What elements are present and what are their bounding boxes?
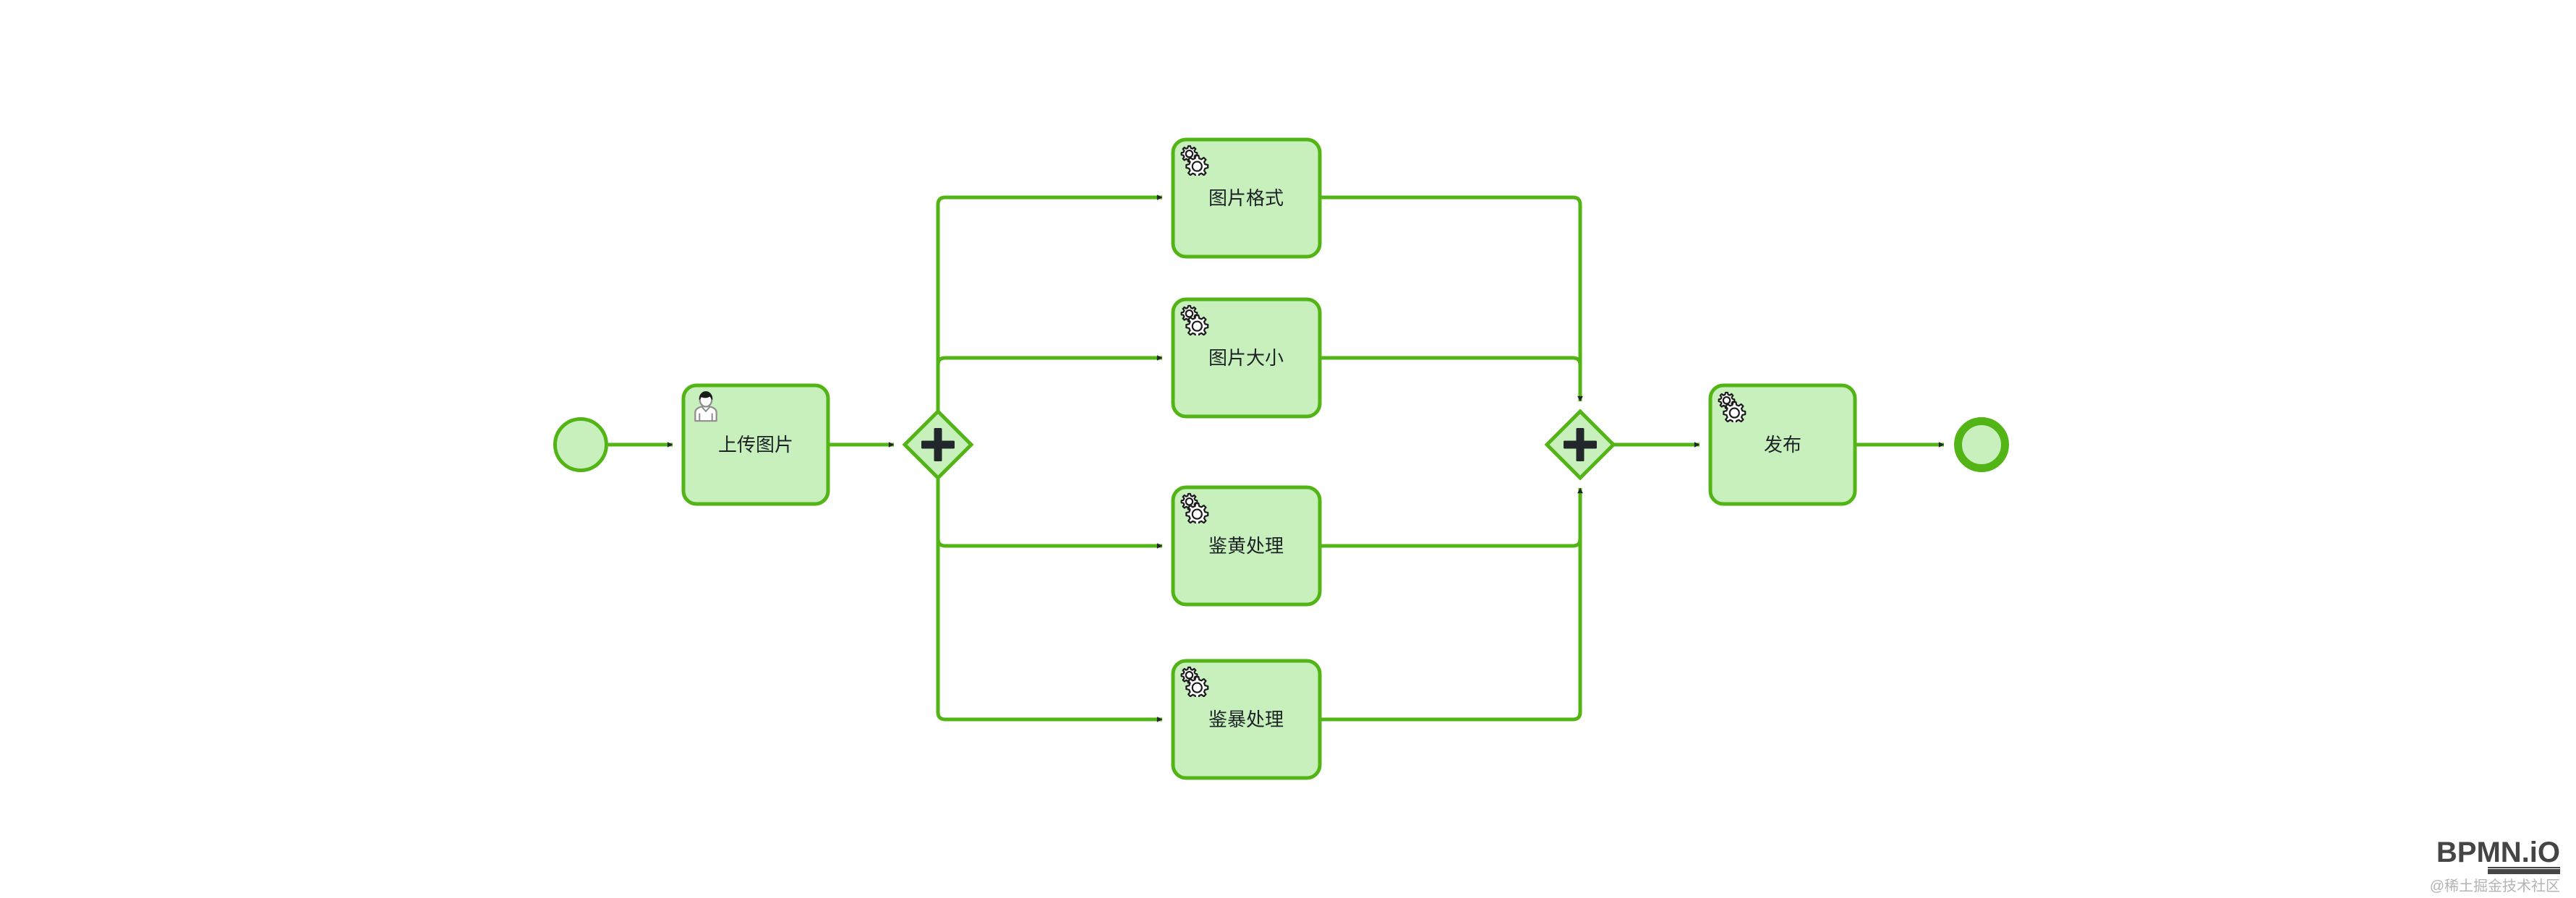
task-violence[interactable]: 鉴暴处理 [1171,659,1322,780]
task-format-label: 图片格式 [1208,187,1284,209]
task-publish-box[interactable] [1708,383,1857,506]
watermark: BPMN.iO @稀土掘金技术社区 [2430,837,2560,894]
task-violence-label: 鉴暴处理 [1208,709,1284,730]
task-size-box[interactable] [1171,297,1322,419]
watermark-brand: BPMN.iO [2436,837,2560,868]
task-upload-label: 上传图片 [718,434,793,456]
task-porn[interactable]: 鉴黄处理 [1171,485,1322,607]
task-format[interactable]: 图片格式 [1171,137,1322,259]
watermark-bar [2488,869,2560,874]
task-violence-box[interactable] [1171,659,1322,780]
flow-violence-to-join[interactable] [1320,487,1583,722]
flow-format-to-join[interactable] [1320,195,1583,402]
flow-split-to-size[interactable] [936,355,1163,366]
task-size-label: 图片大小 [1208,347,1284,369]
task-upload-box[interactable] [681,383,830,506]
flow-split-to-format[interactable] [936,194,1163,411]
sequence-flow-layer [608,194,1945,722]
end-event[interactable] [1954,417,2009,472]
start-event-circle[interactable] [553,417,608,472]
gateway-join[interactable] [1544,409,1616,481]
task-porn-box[interactable] [1171,485,1322,607]
flow-size-to-join[interactable] [1320,356,1583,402]
task-publish-label: 发布 [1764,434,1801,456]
end-event-circle[interactable] [1954,417,2009,472]
flow-split-to-porn[interactable] [936,478,1163,549]
task-size[interactable]: 图片大小 [1171,297,1322,419]
flow-porn-to-join[interactable] [1320,487,1583,548]
flow-split-to-violence[interactable] [936,539,1163,722]
gateway-split[interactable] [902,409,974,481]
start-event[interactable] [553,417,608,472]
plus-icon [1564,428,1597,461]
task-porn-label: 鉴黄处理 [1208,535,1284,557]
watermark-underline [2488,867,2560,868]
task-publish[interactable]: 发布 [1708,383,1857,506]
task-upload[interactable]: 上传图片 [681,383,830,506]
task-format-box[interactable] [1171,137,1322,259]
watermark-subtitle: @稀土掘金技术社区 [2430,878,2560,894]
plus-icon [921,428,955,461]
